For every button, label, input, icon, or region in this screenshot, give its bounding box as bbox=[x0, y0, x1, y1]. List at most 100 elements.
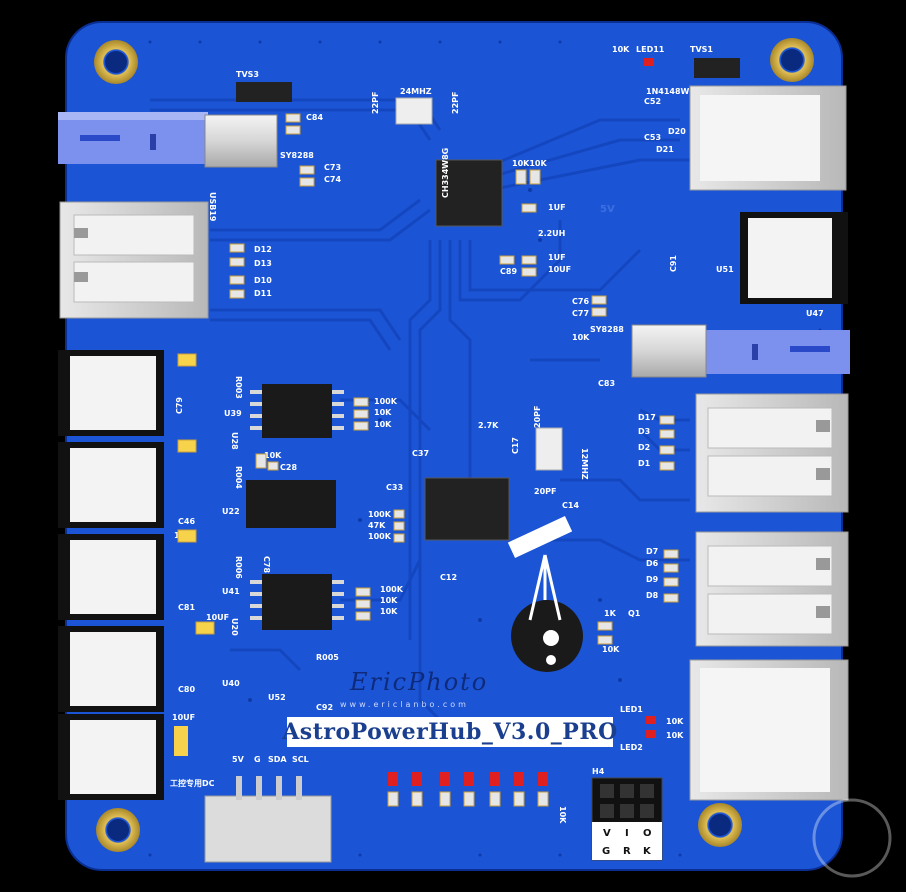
lbl-u39: U39 bbox=[224, 409, 242, 418]
lbl-22pf-b: 22PF bbox=[451, 92, 460, 114]
lbl-c83: C83 bbox=[598, 379, 615, 388]
board-logo-signature: EricPhoto bbox=[350, 668, 489, 696]
lbl-c53: C53 bbox=[644, 133, 661, 142]
lbl-10k-d: 10K bbox=[380, 596, 398, 605]
lbl-r005: R005 bbox=[316, 653, 339, 662]
lbl-10k-c: 10K bbox=[264, 451, 282, 460]
lbl-20pf-a: 20PF bbox=[533, 406, 542, 428]
lbl-100k-b: 100K bbox=[368, 510, 392, 519]
lbl-c79: C79 bbox=[175, 397, 184, 414]
usb-port-right-top[interactable] bbox=[689, 85, 847, 191]
ic-u28 bbox=[262, 384, 332, 438]
lbl-10k10k: 10K10K bbox=[512, 159, 547, 168]
lbl-u52: U52 bbox=[268, 693, 286, 702]
lbl-d6: D6 bbox=[646, 559, 659, 568]
lbl-10k-q: 10K bbox=[602, 645, 620, 654]
lbl-r10k-bottom: 10K bbox=[558, 806, 567, 824]
lbl-h4-o: O bbox=[643, 828, 652, 839]
mcu-chip bbox=[424, 477, 510, 541]
lbl-c91: C91 bbox=[669, 255, 678, 272]
lbl-ch334: CH334W8G bbox=[441, 148, 450, 198]
dc-connector-stack-left[interactable] bbox=[58, 350, 164, 800]
lbl-sy8288-mid: SY8288 bbox=[590, 325, 624, 334]
lbl-c73: C73 bbox=[324, 163, 341, 172]
lbl-h4-g: G bbox=[602, 846, 610, 857]
ic-u20 bbox=[262, 574, 332, 630]
lbl-u51: U51 bbox=[716, 265, 734, 274]
usb-port-right-mid[interactable] bbox=[631, 324, 850, 378]
lbl-47k: 47K bbox=[368, 521, 386, 530]
lbl-10uf: 10UF bbox=[548, 265, 571, 274]
lbl-d13: D13 bbox=[254, 259, 272, 268]
usb-stack-right-2[interactable] bbox=[695, 531, 849, 647]
ic-u22 bbox=[246, 480, 336, 528]
lbl-u20: U20 bbox=[230, 618, 239, 636]
lbl-led1: LED1 bbox=[620, 705, 643, 714]
lbl-d3: D3 bbox=[638, 427, 650, 436]
lbl-usb19: USB19 bbox=[208, 192, 217, 222]
lbl-h4-k: K bbox=[643, 846, 652, 857]
usb-port-left-top[interactable] bbox=[58, 112, 278, 168]
ch334-usb-hub-chip bbox=[435, 159, 503, 227]
lbl-u41: U41 bbox=[222, 587, 240, 596]
lbl-c17: C17 bbox=[511, 437, 520, 454]
lbl-10k-a: 10K bbox=[374, 408, 392, 417]
lbl-c80: C80 bbox=[178, 685, 195, 694]
board-title-badge: AstroPowerHub_V3.0_PRO bbox=[282, 717, 617, 747]
lbl-hdr-5v: 5V bbox=[232, 755, 245, 764]
lbl-100k-d: 100K bbox=[380, 585, 404, 594]
lbl-sy8288-top: SY8288 bbox=[280, 151, 314, 160]
lbl-1k: 1K bbox=[604, 609, 617, 618]
lbl-tvs3: TVS3 bbox=[236, 70, 259, 79]
lbl-d1: D1 bbox=[638, 459, 651, 468]
i2c-header-connector[interactable] bbox=[204, 776, 332, 863]
board-title: AstroPowerHub_V3.0_PRO bbox=[282, 719, 618, 745]
lbl-r10k-top: 10K bbox=[612, 45, 630, 54]
lbl-c76: C76 bbox=[572, 297, 589, 306]
usb-port-usb19[interactable] bbox=[59, 201, 209, 319]
lbl-10k-led1: 10K bbox=[666, 717, 684, 726]
lbl-d2: D2 bbox=[638, 443, 650, 452]
lbl-24mhz: 24MHZ bbox=[400, 87, 432, 96]
lbl-c28: C28 bbox=[280, 463, 297, 472]
telescope-icon bbox=[507, 515, 573, 621]
lbl-c78: C78 bbox=[262, 556, 271, 573]
lbl-22pf-a: 22PF bbox=[371, 92, 380, 114]
board-url: www.ericlanbo.com bbox=[340, 700, 469, 709]
h4-header[interactable] bbox=[591, 777, 663, 861]
lbl-hdr-g: G bbox=[254, 755, 261, 764]
lbl-h4-r: R bbox=[623, 846, 631, 857]
usb-port-u47[interactable] bbox=[740, 212, 848, 304]
lbl-r004: R004 bbox=[234, 466, 243, 489]
crystal-12mhz bbox=[535, 427, 563, 471]
lbl-c89: C89 bbox=[500, 267, 517, 276]
watermark-logo bbox=[812, 798, 892, 878]
lbl-d8: D8 bbox=[646, 591, 659, 600]
led-array bbox=[388, 772, 548, 786]
lbl-d9: D9 bbox=[646, 575, 659, 584]
lbl-c52: C52 bbox=[644, 97, 661, 106]
lbl-c92: C92 bbox=[316, 703, 333, 712]
lbl-r006: R006 bbox=[234, 556, 243, 579]
lbl-d17: D17 bbox=[638, 413, 656, 422]
lbl-5v-mid: 5V bbox=[600, 204, 615, 215]
lbl-u22: U22 bbox=[222, 507, 240, 516]
crystal-24mhz bbox=[395, 97, 433, 125]
lbl-q1: Q1 bbox=[628, 609, 641, 618]
lbl-u40: U40 bbox=[222, 679, 240, 688]
lbl-20pf-b: 20PF bbox=[534, 487, 556, 496]
rj-port-right-bottom[interactable] bbox=[689, 659, 849, 801]
lbl-10k-b: 10K bbox=[374, 420, 392, 429]
lbl-h4: H4 bbox=[592, 767, 605, 776]
lbl-u28: U28 bbox=[230, 432, 239, 450]
lbl-c14: C14 bbox=[562, 501, 579, 510]
lbl-10k-led2: 10K bbox=[666, 731, 684, 740]
lbl-dc-cn: 工控专用DC bbox=[170, 778, 215, 788]
lbl-c46: C46 bbox=[178, 517, 195, 526]
lbl-1uf: 1UF bbox=[548, 203, 566, 212]
lbl-10uf-b: 10UF bbox=[206, 613, 229, 622]
usb-stack-right-1[interactable] bbox=[695, 393, 849, 513]
lbl-2-2uh: 2.2UH bbox=[538, 229, 565, 238]
lbl-led11: LED11 bbox=[636, 45, 665, 54]
